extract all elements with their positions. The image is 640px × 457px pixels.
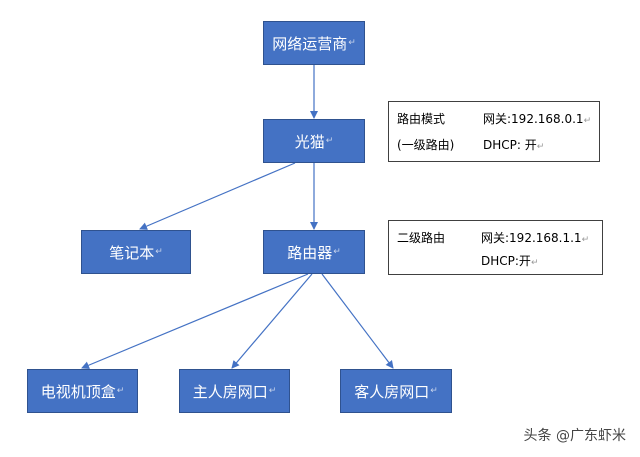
arrow-router-to-tv-box <box>81 273 309 370</box>
return-mark: ↵ <box>348 38 356 48</box>
arrow-modem-to-laptop <box>139 162 296 230</box>
modem-dhcp: DHCP: 开↵ <box>483 138 545 152</box>
node-modem: 光猫↵ <box>263 119 365 163</box>
node-modem-label: 光猫 <box>294 132 325 151</box>
return-mark: ↵ <box>430 386 438 396</box>
node-master-port: 主人房网口↵ <box>179 369 290 413</box>
router-info-box: 二级路由 网关:192.168.1.1↵ DHCP:开↵ <box>388 220 603 275</box>
node-router-label: 路由器 <box>287 243 333 262</box>
router-dhcp: DHCP:开↵ <box>481 254 539 268</box>
router-gateway: 网关:192.168.1.1↵ <box>481 231 590 245</box>
return-mark: ↵ <box>116 386 125 396</box>
arrow-router-to-guest-port <box>321 273 394 369</box>
modem-gateway: 网关:192.168.0.1↵ <box>483 112 592 126</box>
node-laptop: 笔记本↵ <box>81 230 191 274</box>
node-isp-label: 网络运营商 <box>272 34 348 53</box>
router-level-label: 二级路由 <box>397 231 446 245</box>
watermark: 头条 @广东虾米 <box>523 428 626 444</box>
return-mark: ↵ <box>325 136 334 146</box>
modem-mode-label: 路由模式 <box>397 112 446 126</box>
return-mark: ↵ <box>333 247 341 257</box>
arrow-router-to-master-port <box>231 273 313 369</box>
node-tv-box: 电视机顶盒↵ <box>27 369 138 413</box>
return-mark: ↵ <box>268 386 277 396</box>
node-guest-port: 客人房网口↵ <box>340 369 452 413</box>
node-laptop-label: 笔记本 <box>109 243 155 262</box>
modem-info-box: 路由模式 网关:192.168.0.1↵ (一级路由) DHCP: 开↵ <box>388 101 600 162</box>
node-tv-box-label: 电视机顶盒 <box>40 382 116 401</box>
node-isp: 网络运营商↵ <box>263 21 365 65</box>
modem-level-label: (一级路由) <box>397 138 455 152</box>
node-master-port-label: 主人房网口 <box>192 382 268 401</box>
node-router: 路由器↵ <box>263 230 365 274</box>
node-guest-port-label: 客人房网口 <box>354 382 430 401</box>
return-mark: ↵ <box>155 247 163 257</box>
